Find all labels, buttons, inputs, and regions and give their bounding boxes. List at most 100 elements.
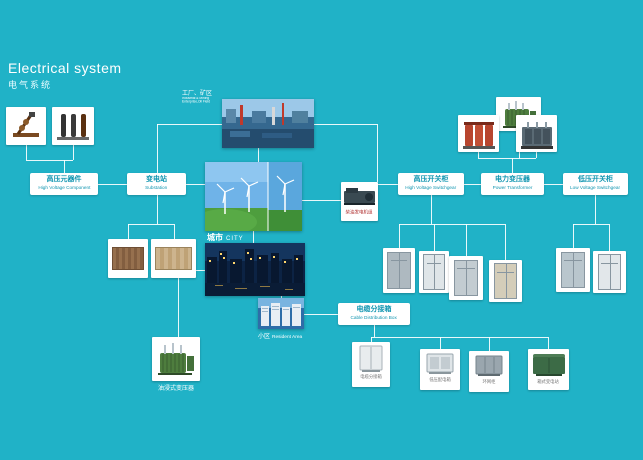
industrial-caption: 工厂、矿区 Industrial & Mining Enterprise,Oil… xyxy=(182,88,222,109)
lv-distribution-box-image: 低压配电箱 xyxy=(420,349,460,390)
label-en: Cable Distribution Box xyxy=(350,315,398,321)
city-caption-en: CITY xyxy=(226,236,244,242)
connector-line xyxy=(536,152,537,158)
connector-line xyxy=(378,184,398,185)
label-en: Low Voltage Switchgear xyxy=(570,185,621,191)
residential-photo xyxy=(258,298,304,329)
label-zh: 低压开关柜 xyxy=(578,176,613,184)
industrial-caption-en: Industrial & Mining Enterprise,Oil Field xyxy=(182,97,211,104)
dry-transformer-illustration xyxy=(462,121,495,149)
connector-line xyxy=(174,224,175,239)
cabinet-illustration xyxy=(387,251,411,290)
label-en: Power Transformer xyxy=(492,185,533,191)
connector-line xyxy=(505,224,506,260)
residential-illustration xyxy=(258,298,304,329)
hv-switchgear-cabinet-3 xyxy=(449,256,483,300)
city-photo xyxy=(205,243,305,296)
ring-main-unit-illustration xyxy=(475,355,503,376)
distribution-box-illustration xyxy=(359,345,383,372)
hv-switchgear-cabinet-1 xyxy=(383,248,415,293)
label-zh: 变电站 xyxy=(146,176,167,184)
connector-line xyxy=(399,224,505,225)
container-substation-image xyxy=(108,239,148,278)
pad-mounted-transformer-caption: 箱式变电站 xyxy=(537,380,560,385)
connector-line xyxy=(464,184,481,185)
hv-switchgear-cabinet-4 xyxy=(489,260,522,302)
connector-line xyxy=(157,124,158,173)
connector-line xyxy=(573,224,609,225)
hv-component-image-1 xyxy=(6,107,46,145)
ring-main-unit-image: 环网柜 xyxy=(469,351,509,392)
connector-line xyxy=(377,124,378,182)
label-zh: 高压元器件 xyxy=(46,176,82,184)
industrial-caption-zh: 工厂、矿区 xyxy=(182,91,213,97)
hv-switchgear-cabinet-2 xyxy=(419,251,449,293)
page-title: Electrical system xyxy=(8,60,122,76)
industrial-photo xyxy=(222,99,314,148)
connector-line xyxy=(371,337,548,338)
connector-line xyxy=(157,195,158,224)
connector-line xyxy=(440,337,441,349)
pad-mounted-transformer-image: 箱式变电站 xyxy=(528,349,569,390)
cast-resin-transformer-image xyxy=(516,115,557,152)
dropout-fuse-illustration xyxy=(13,112,39,137)
cabinet-illustration xyxy=(423,254,445,290)
connector-line xyxy=(478,152,479,158)
connector-line xyxy=(186,184,205,185)
hv-component-image-2 xyxy=(52,107,94,145)
connector-line xyxy=(512,158,513,173)
connector-line xyxy=(544,184,563,185)
connector-line xyxy=(609,224,610,251)
distribution-box-caption: 电缆分接箱 xyxy=(360,375,382,380)
page-header: Electrical system 电气系统 xyxy=(8,60,122,91)
connector-line xyxy=(26,145,27,160)
container-illustration xyxy=(112,247,144,270)
wind-farm-illustration xyxy=(205,162,302,231)
connector-line xyxy=(466,224,467,256)
label-en: High Voltage Component xyxy=(37,185,91,191)
connector-line xyxy=(548,337,549,349)
connector-line xyxy=(302,200,341,201)
connector-line xyxy=(573,224,574,248)
box-substation-image xyxy=(151,239,196,278)
connector-line xyxy=(157,124,222,125)
label-low-voltage-switchgear: 低压开关柜 Low Voltage Switchgear xyxy=(563,173,628,195)
oil-transformer-illustration xyxy=(158,343,194,375)
dry-transformer-image xyxy=(458,115,499,152)
lv-switchgear-cabinet-1 xyxy=(556,248,590,292)
page-subtitle: 电气系统 xyxy=(8,80,53,90)
connector-line xyxy=(478,158,536,159)
box-substation-illustration xyxy=(155,247,192,270)
cabinet-illustration xyxy=(560,251,586,289)
label-cable-distribution-box: 电缆分接箱 Cable Distribution Box xyxy=(338,303,410,325)
residential-caption-zh: 小区 xyxy=(258,334,271,340)
ring-main-unit-caption: 环网柜 xyxy=(482,380,496,385)
lv-switchgear-cabinet-2 xyxy=(593,251,626,293)
connector-line xyxy=(399,224,400,248)
generator-illustration xyxy=(344,188,375,205)
connector-line xyxy=(281,296,282,299)
residential-caption: 小区 Resident Area xyxy=(258,331,310,340)
generator-set-image: 柴油发电机组 xyxy=(341,182,378,221)
connector-line xyxy=(253,231,254,243)
cabinet-illustration xyxy=(493,263,518,299)
city-caption: 城市 CITY xyxy=(207,232,244,243)
cast-resin-transformer-illustration xyxy=(520,121,553,149)
residential-caption-en: Resident Area xyxy=(272,334,303,340)
connector-line xyxy=(434,224,435,251)
connector-line xyxy=(371,337,372,342)
city-caption-zh: 城市 xyxy=(207,233,223,242)
connector-line xyxy=(98,184,127,185)
cable-distribution-box-image-1: 电缆分接箱 xyxy=(352,342,390,387)
connector-line xyxy=(374,325,375,337)
generator-caption: 柴油发电机组 xyxy=(345,210,373,215)
connector-line xyxy=(128,224,174,225)
label-substation: 变电站 Substation xyxy=(127,173,186,195)
label-en: High Voltage Switchgear xyxy=(405,185,457,191)
connector-line xyxy=(431,195,432,224)
label-zh: 电缆分接箱 xyxy=(356,306,392,314)
insulator-illustration xyxy=(57,114,89,140)
pad-mounted-transformer-illustration xyxy=(532,354,565,376)
label-zh: 电力变压器 xyxy=(495,176,530,184)
